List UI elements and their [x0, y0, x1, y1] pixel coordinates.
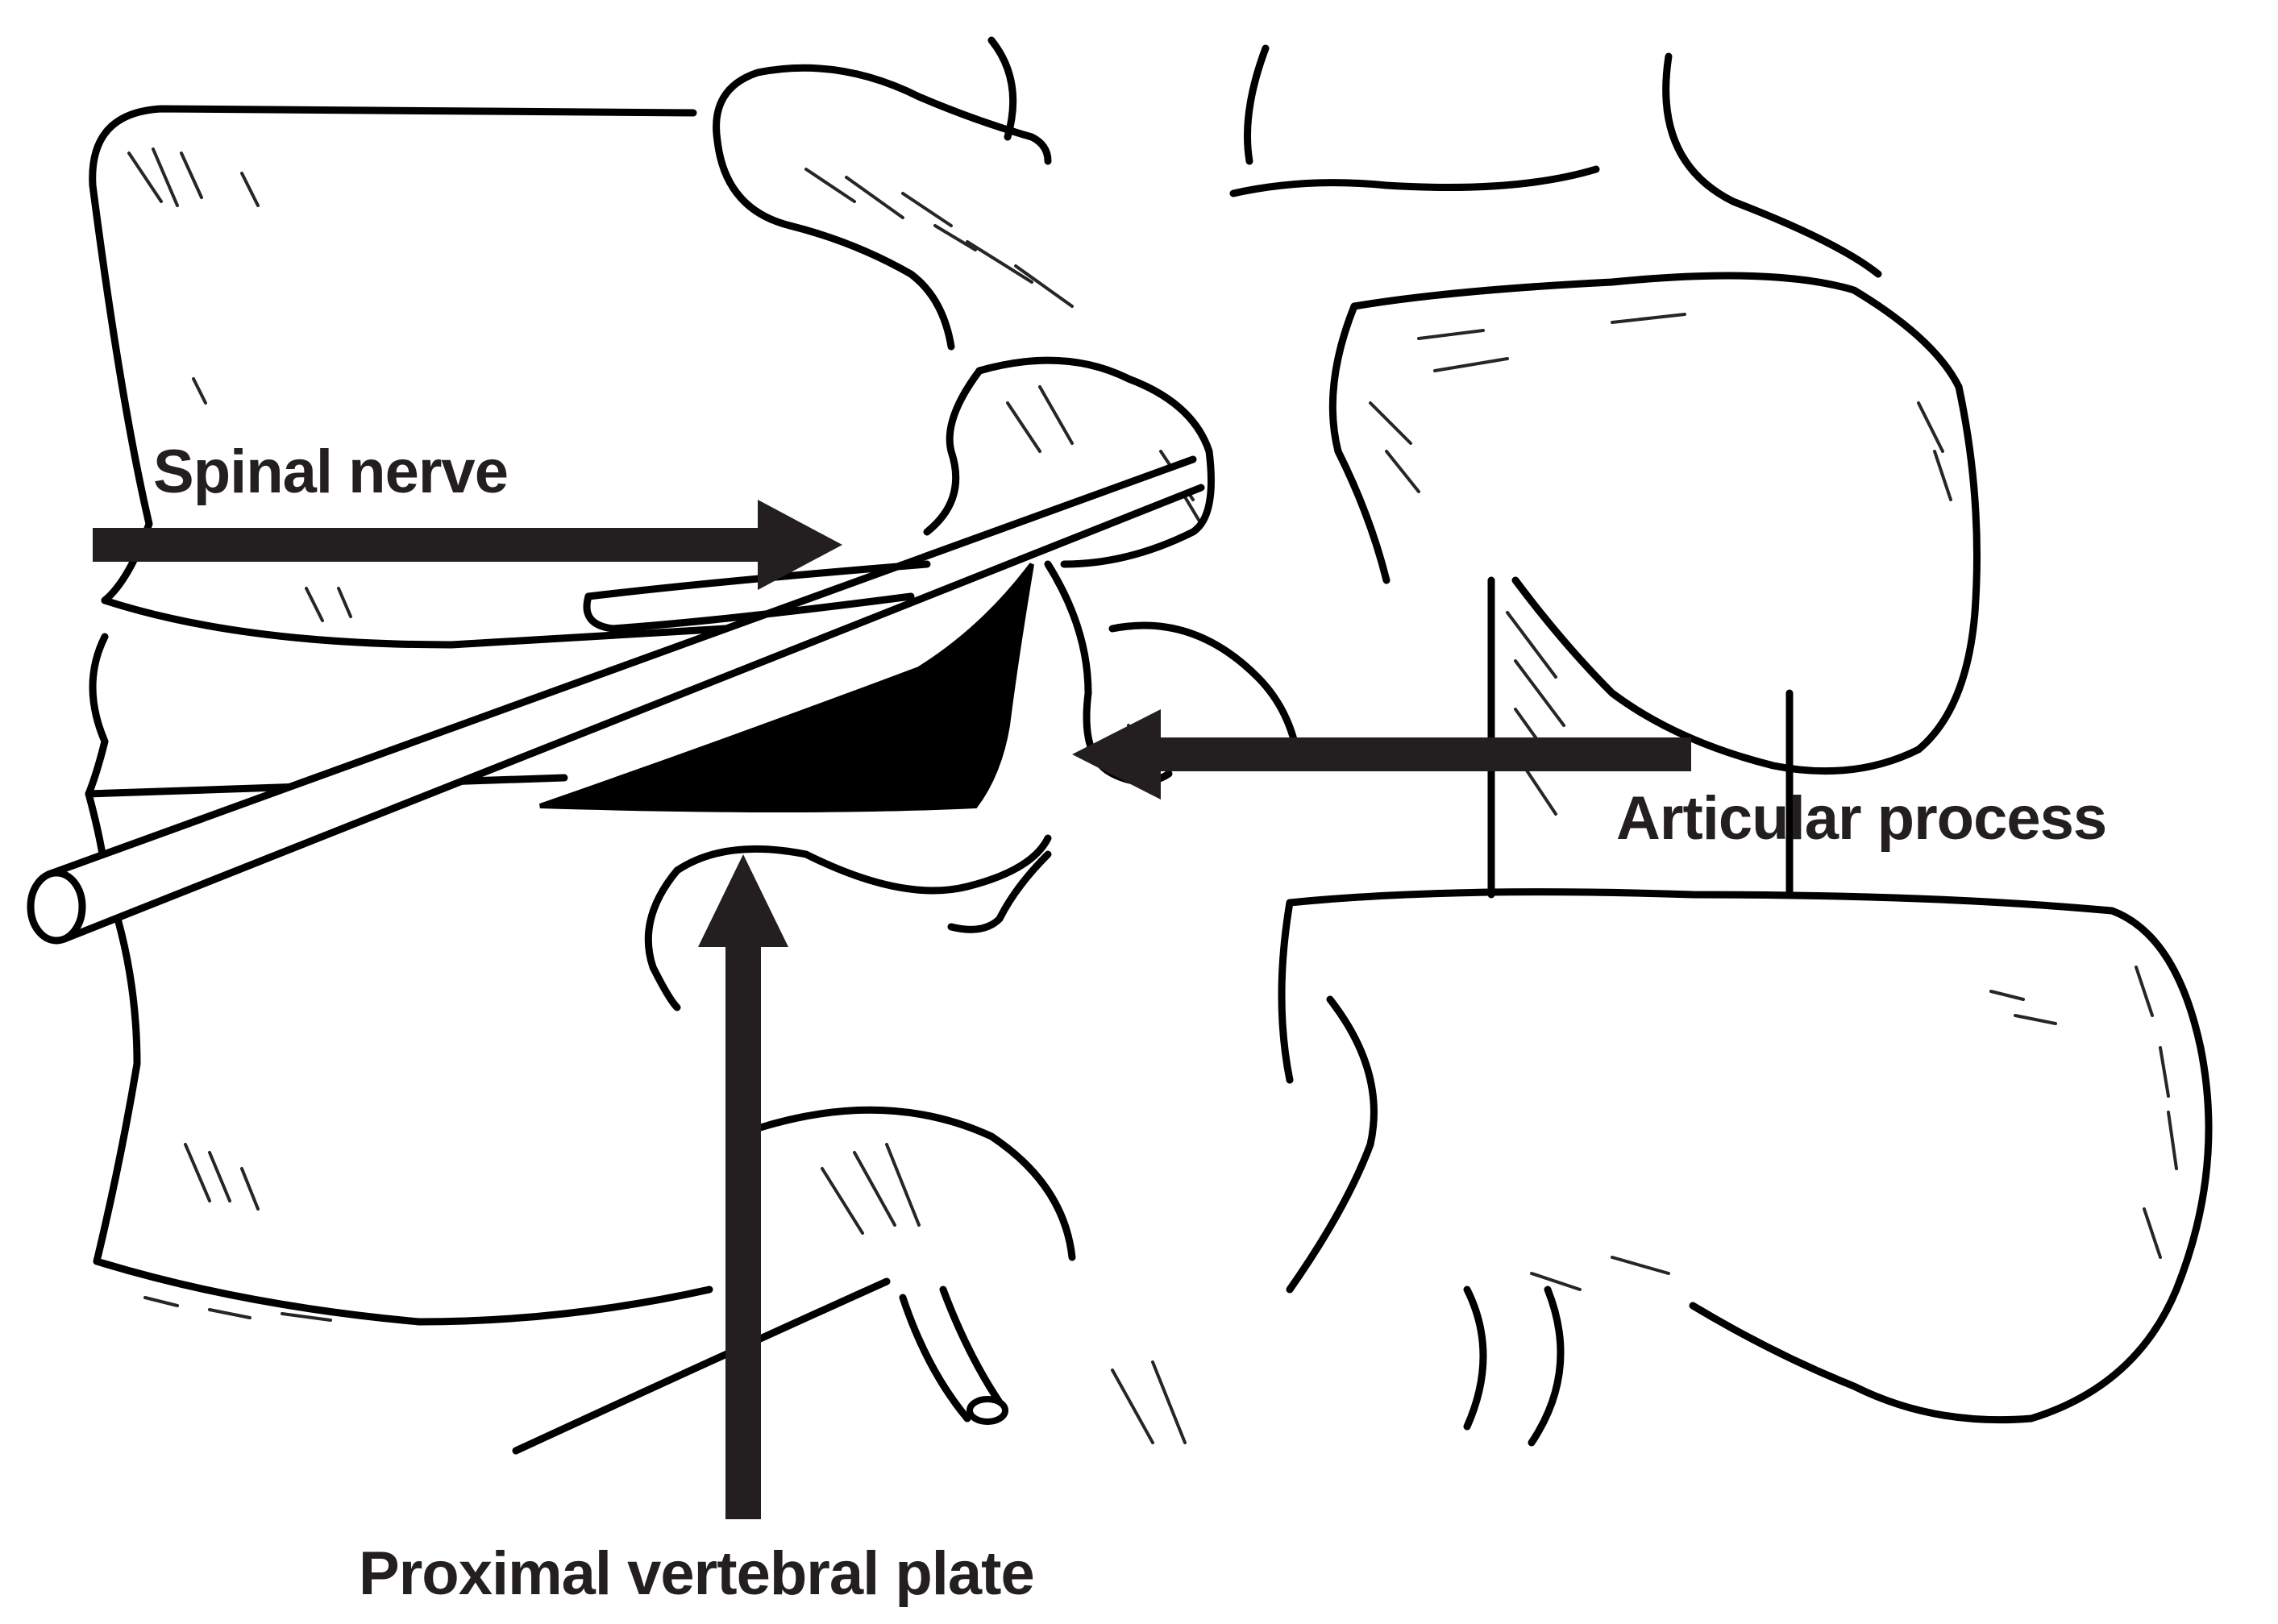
spinal-nerve-arrow: [93, 500, 842, 590]
lower-lamina: [644, 834, 1052, 1011]
proximal-vertebral-plate-label: Proximal vertebral plate: [359, 1539, 1035, 1608]
articular-process-arrow: [1072, 709, 1691, 800]
lower-nerve-root: [512, 1106, 1187, 1455]
spinal-nerve-label: Spinal nerve: [153, 438, 509, 506]
right-lower-articular-process: [1278, 888, 2213, 1447]
articular-process-label: Articular process: [1616, 784, 2107, 853]
upper-vertebral-body: [89, 105, 730, 649]
upper-articular-knob: [713, 36, 1074, 351]
intervertebral-foramen: [539, 563, 1034, 812]
spinal-nerve-drawing: [27, 455, 1205, 945]
right-upper-articular-process: [1229, 44, 1981, 775]
proximal-vertebral-plate-arrow: [698, 854, 788, 1519]
